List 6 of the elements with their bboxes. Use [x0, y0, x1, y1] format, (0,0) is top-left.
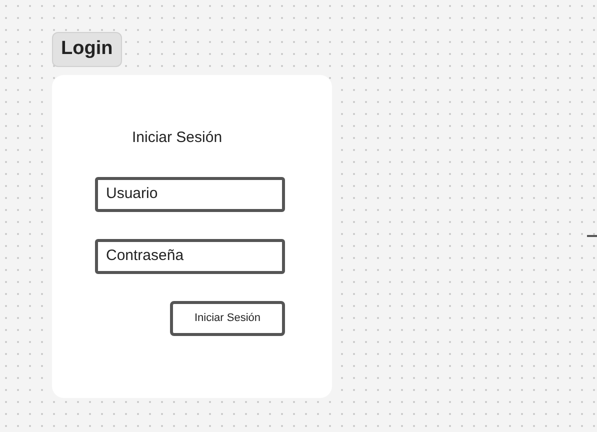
form-heading: Iniciar Sesión [132, 128, 222, 148]
submit-button: Iniciar Sesión [170, 301, 285, 336]
input-field: Contraseña [95, 239, 285, 274]
login-card [52, 75, 332, 398]
page-title: Login [52, 32, 122, 66]
input-field: Usuario [95, 177, 285, 212]
